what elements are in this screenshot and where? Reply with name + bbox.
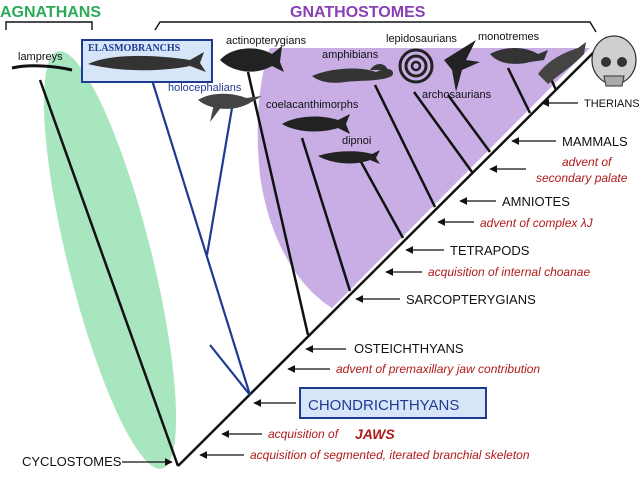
label-amniotes: AMNIOTES [502,194,570,209]
cladogram-backbone [177,49,597,467]
event-secondary-palate-line1: advent of [562,155,613,169]
label-mammals: MAMMALS [562,134,628,149]
gnathostome-region [257,48,590,308]
coelacanth-icon [282,114,350,134]
label-lepidosaurians: lepidosaurians [386,33,457,45]
label-dipnoi: dipnoi [342,135,371,147]
chondrichthyans-box [299,387,487,419]
event-jaws-word: JAWS [355,426,395,442]
chondrichthyan-stem [209,344,251,396]
monotreme-branch [506,67,532,114]
label-holocephalians: holocephalians [168,82,242,94]
label-osteichthyans: OSTEICHTHYANS [354,341,464,356]
event-secondary-palate-line2: secondary palate [536,171,628,185]
lepidosaurian-branch [412,91,474,173]
label-therians: THERIANS [584,98,640,110]
agnathan-ellipse [43,51,177,469]
event-branchial: acquisition of segmented, iterated branc… [250,448,530,462]
label-actinopterygians: actinopterygians [226,35,307,47]
gnathostome-bracket [154,21,597,33]
skull-icon [591,35,637,87]
lamprey-icon [11,64,73,72]
label-tetrapods: TETRAPODS [450,243,530,258]
archosaurian-branch [446,94,492,153]
label-chondrichthyans: CHONDRICHTHYANS [308,397,459,414]
dipnoi-branch [358,159,405,239]
label-amphibians: amphibians [322,49,379,61]
actinopterygian-fish-icon [220,46,284,72]
elasmobranch-branch [150,79,252,396]
platypus-icon [490,48,548,64]
salamander-icon [312,64,394,83]
therian-mammal-icon [538,42,586,84]
label-coelacanthimorphs: coelacanthimorphs [266,99,359,111]
label-archosaurians: archosaurians [422,89,492,101]
coiled-snake-icon [398,48,434,84]
shark-icon [88,52,206,72]
amphibian-branch [373,84,437,208]
event-jaws-prefix: acquisition of [268,427,340,441]
coelacanth-branch [300,137,352,292]
chimaera-icon [198,93,262,122]
event-internal-choanae: acquisition of internal choanae [428,265,590,279]
holocephalian-branch [205,107,234,256]
lamprey-branch [38,79,180,467]
label-sarcopterygians: SARCOPTERYGIANS [406,292,536,307]
agnathan-bracket [5,21,93,30]
lungfish-icon [318,150,380,164]
event-premaxillary: advent of premaxillary jaw contribution [336,362,540,376]
actinopterygian-branch [246,71,310,336]
event-complex-lj: advent of complex λJ [480,216,594,230]
label-monotremes: monotremes [478,31,540,43]
label-elasmobranchs: ELASMOBRANCHS [88,43,181,54]
header-gnathostomes: GNATHOSTOMES [290,4,426,21]
label-cyclostomes: CYCLOSTOMES [22,454,122,469]
header-agnathans: AGNATHANS [0,4,101,21]
bird-icon [444,40,480,92]
label-lampreys: lampreys [18,51,63,63]
